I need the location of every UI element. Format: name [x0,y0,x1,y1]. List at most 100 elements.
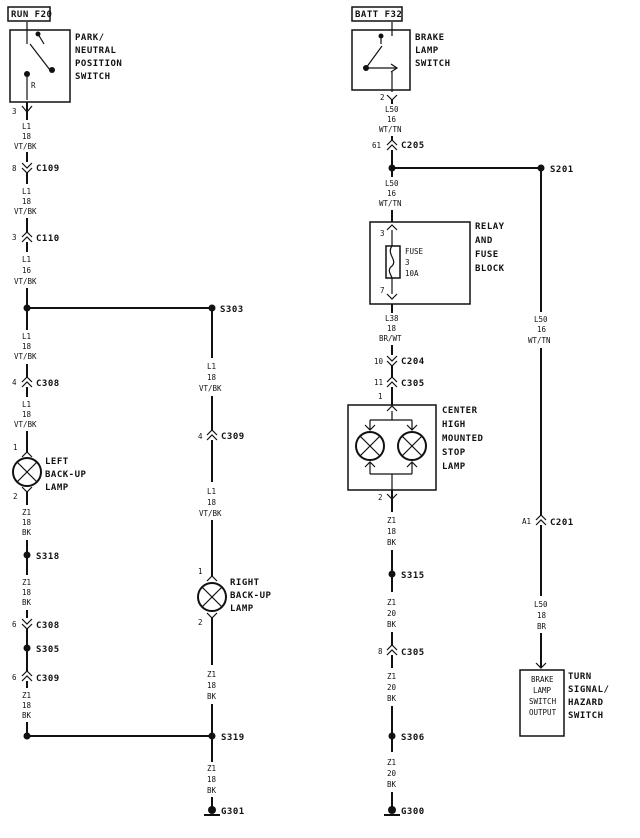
wire-l1-d-2: 18 [22,410,32,419]
wire-z1-d-2: 18 [207,681,217,690]
right-backup-label-1: RIGHT [230,578,260,588]
turn-signal-label-4: SWITCH [568,711,604,721]
pin-2-bls: 2 [380,93,385,102]
wire-l1-a-1: L1 [22,122,31,131]
left-backup-lamp: 1 2 [12,443,42,501]
left-backup-label-1: LEFT [45,457,69,467]
wire-l50-c-2: 16 [537,325,547,334]
wire-l1-a-3: VT/BK [14,142,37,151]
connector-c110: 3 C110 [12,231,59,244]
c305-label-lower: C305 [401,648,425,658]
pin-8-c109: 8 [12,164,17,173]
chmsl-label-5: LAMP [442,462,466,472]
pin-2-chmsl: 2 [378,493,383,502]
wire-l1-16-1: L1 [22,255,31,264]
relay-fuse-label-2: AND [475,236,493,246]
s305-label: S305 [36,645,60,655]
wire-z1-i-3: BK [387,780,397,789]
wire-z1-b-1: Z1 [22,578,31,587]
ground-g300: G300 [384,806,424,817]
wire-z1-c-2: 18 [22,701,32,710]
wire-l50-c-1: L50 [534,315,548,324]
wire-z1-e-2: 18 [207,775,217,784]
wire-l1-a-2: 18 [22,132,32,141]
wire-l1-b-2: 18 [22,197,32,206]
park-neutral-label-3: POSITION [75,59,122,69]
brake-lamp-switch-label-1: BRAKE [415,33,445,43]
park-neutral-label-4: SWITCH [75,72,111,82]
pin-2-right-lamp: 2 [198,618,203,627]
pin-3-fuse: 3 [380,229,385,238]
wire-z1-g-2: 20 [387,609,397,618]
wire-z1-f-2: 18 [387,527,397,536]
pin-10-c204: 10 [374,357,384,366]
pin-2-left-lamp: 2 [13,492,18,501]
c201-label: C201 [550,518,574,528]
connector-c109: 8 C109 [12,162,59,174]
pin-6-c308: 6 [12,620,17,629]
s318-label: S318 [36,552,60,562]
left-backup-label-3: LAMP [45,483,69,493]
c309-label-mid: C309 [221,432,245,442]
wire-z1-f-1: Z1 [387,516,396,525]
relay-fuse-label-1: RELAY [475,222,505,232]
wire-l38-1: L38 [385,314,399,323]
s306-label: S306 [401,733,425,743]
wire-z1-e-3: BK [207,786,217,795]
brake-lamp-switch [351,22,411,92]
wire-l1-c-2: 18 [22,342,32,351]
wire-l50-a-1: L50 [385,105,399,114]
connector-c308-upper: 4 C308 [12,376,60,389]
wire-l1-b-1: L1 [22,187,31,196]
connector-c309-left: 6 C309 [12,670,59,684]
wire-l1-c-3: VT/BK [14,352,37,361]
wire-z1-h-3: BK [387,694,397,703]
left-backup-label-2: BACK-UP [45,470,87,480]
pin-1-right-lamp: 1 [198,567,203,576]
wire-l1-e-1: L1 [207,362,216,371]
wire-z1-a-3: BK [22,528,32,537]
connector-c205: 61 C205 [372,139,425,151]
wire-l50-a-2: 16 [387,115,397,124]
brake-output-label-1: BRAKE [531,675,554,684]
turn-signal-label-1: TURN [568,672,592,682]
wire-z1-i-2: 20 [387,769,397,778]
wire-l1-d-1: L1 [22,400,31,409]
wire-z1-a-1: Z1 [22,508,31,517]
splice-s305 [23,644,31,652]
wire-l1-d-3: VT/BK [14,420,37,429]
right-backup-lamp: 1 2 [197,567,227,627]
connector-c308-lower: 6 C308 [12,618,60,631]
wire-l50-d-3: BR [537,622,547,631]
turn-signal-label-3: HAZARD [568,698,604,708]
s319-label: S319 [221,733,245,743]
brake-output-label-2: LAMP [533,686,552,695]
wire-z1-c-3: BK [22,711,32,720]
connector-c305-upper: 11 C305 [374,376,424,389]
source-run-f20-label: RUN F20 [11,10,52,20]
pin-a1-c201: A1 [522,517,531,526]
connector-c305-lower: 8 C305 [378,644,425,658]
chmsl-label-1: CENTER [442,406,478,416]
c308-label-upper: C308 [36,379,60,389]
c308-label-lower: C308 [36,621,60,631]
relay-fuse-label-3: FUSE [475,250,499,260]
park-neutral-position-switch: R [9,22,71,103]
c205-label: C205 [401,141,425,151]
wire-l50-c-3: WT/TN [528,336,551,345]
pin-7-fuse: 7 [380,286,385,295]
right-backup-label-3: LAMP [230,604,254,614]
s201-label: S201 [550,165,574,175]
wire-z1-b-2: 18 [22,588,32,597]
wire-z1-e-1: Z1 [207,764,216,773]
brake-lamp-switch-label-3: SWITCH [415,59,451,69]
source-batt-f32-label: BATT F32 [355,10,402,20]
wire-l1-16-2: 16 [22,266,32,275]
wire-l1-e-3: VT/BK [199,384,222,393]
wire-l38-3: BR/WT [379,334,402,343]
wire-l50-a-3: WT/TN [379,125,402,134]
right-backup-label-2: BACK-UP [230,591,272,601]
splice-s306 [388,732,396,740]
wire-z1-h-2: 20 [387,683,397,692]
center-high-mounted-stop-lamp [347,404,437,491]
